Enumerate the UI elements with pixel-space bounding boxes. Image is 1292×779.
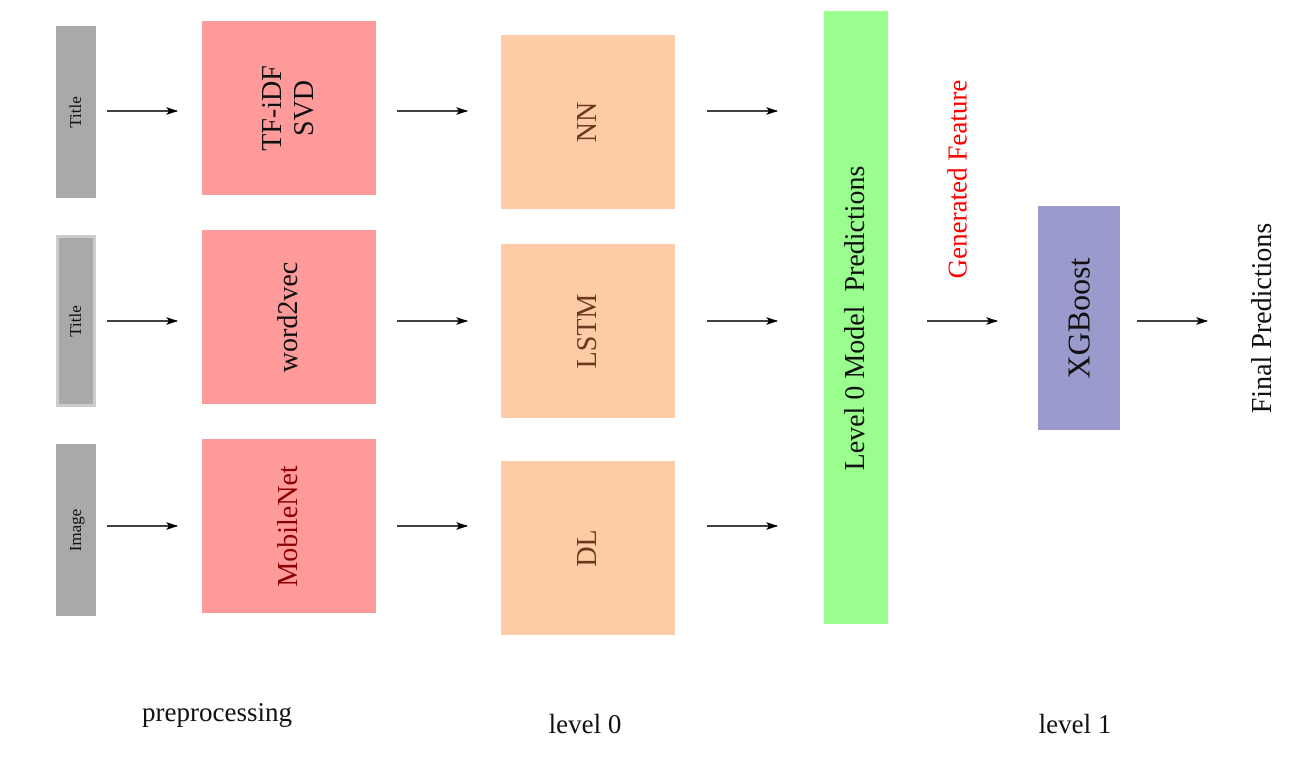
preprocessing-box-word2vec: word2vec <box>202 230 376 404</box>
level0-box-dl: DL <box>501 461 675 635</box>
stage-label-level0: level 0 <box>548 709 622 739</box>
xgboost-box: XGBoost <box>1038 206 1120 430</box>
level0-box-nn: NN <box>501 35 675 209</box>
input-bar-title-1: Title <box>56 26 96 198</box>
input-bar-image: Image <box>56 444 96 616</box>
level0-predictions-bar: Level 0 Model Predictions <box>824 11 888 624</box>
level0-box-lstm: LSTM <box>501 244 675 418</box>
preprocessing-box-mobilenet: MobileNet <box>202 439 376 613</box>
stage-label-level1: level 1 <box>1038 709 1112 739</box>
input-bar-title-2: Title <box>56 235 96 407</box>
preprocessing-box-tfidf-svd: TF-iDF SVD <box>202 21 376 195</box>
stage-label-preprocessing: preprocessing <box>142 697 292 727</box>
